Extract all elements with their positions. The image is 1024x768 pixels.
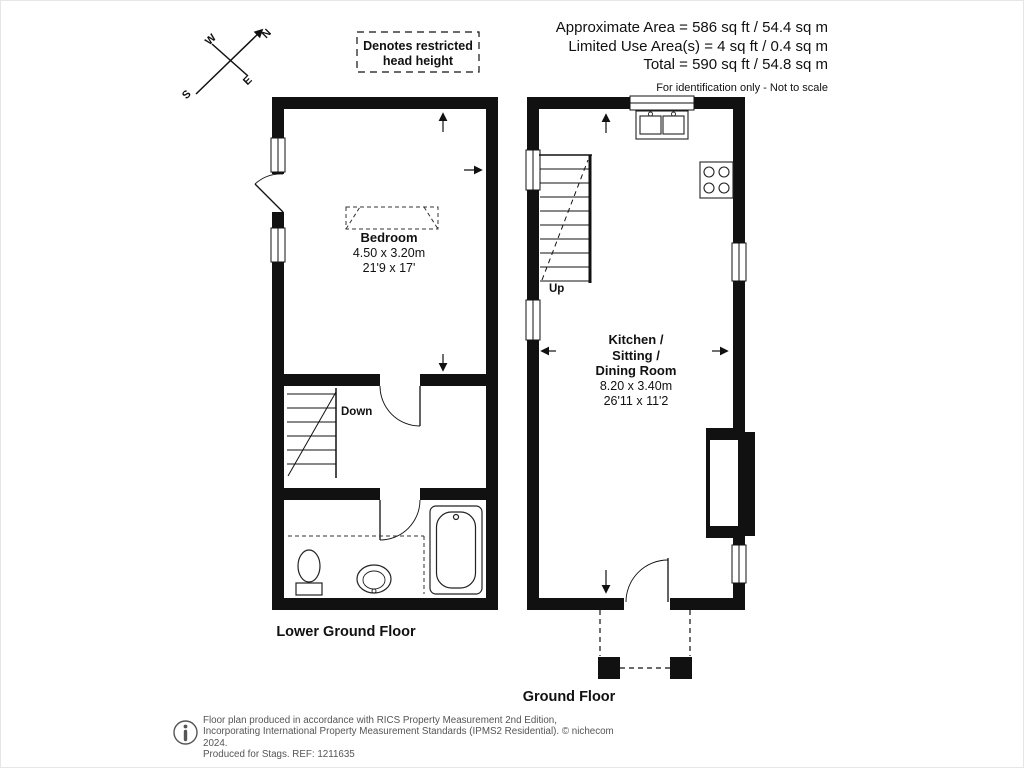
toilet-icon	[295, 549, 323, 596]
lower-ground-floor-title: Lower Ground Floor	[276, 624, 416, 640]
restricted-head-height-area	[345, 206, 439, 230]
kitchen-name-line1: Kitchen /	[608, 332, 664, 347]
legend-line2: head height	[382, 53, 454, 68]
info-icon	[173, 720, 198, 745]
kitchen-name-line2: Sitting /	[612, 347, 660, 363]
compass-east-west-axis	[211, 43, 249, 77]
gf-windows	[525, 95, 747, 584]
gf-dimension-arrows	[540, 113, 729, 594]
limited-use-area-text: Limited Use Area(s) = 4 sq ft / 0.4 sq m	[568, 37, 828, 55]
compass-e-label: E	[241, 74, 255, 88]
porch-outline	[598, 610, 692, 679]
lower-ground-plan	[254, 97, 498, 610]
basin-icon	[356, 564, 392, 594]
stairs-up-label: Up	[549, 283, 565, 295]
identification-note: For identification only - Not to scale	[656, 81, 828, 94]
bedroom-label: Bedroom 4.50 x 3.20m 21'9 x 17'	[328, 230, 450, 276]
porch-pillar	[670, 657, 692, 679]
compass-north-arrow	[195, 28, 264, 95]
footer-line2: Incorporating International Property Mea…	[203, 726, 614, 749]
lgf-entrance-door	[254, 173, 285, 213]
legend-box	[356, 31, 480, 73]
bedroom-metric: 4.50 x 3.20m	[352, 245, 426, 260]
stairs-up	[539, 154, 592, 283]
legend-label: Denotes restricted head height	[357, 39, 479, 68]
approximate-area-text: Approximate Area = 586 sq ft / 54.4 sq m	[555, 19, 828, 36]
bath-icon	[429, 505, 483, 595]
bathroom-restricted-dashed	[288, 535, 425, 594]
lgf-door-arcs	[379, 385, 421, 541]
lgf-windows	[270, 137, 286, 263]
kitchen-imperial: 26'11 x 11'2	[603, 393, 669, 408]
footer-line1: Floor plan produced in accordance with R…	[203, 715, 557, 726]
entry-door-arc	[624, 558, 670, 611]
compass-n-label: N	[260, 27, 274, 41]
bedroom-imperial: 21'9 x 17'	[362, 260, 416, 275]
kitchen-sink-icon	[635, 110, 689, 140]
ground-plan	[525, 95, 755, 679]
bedroom-name: Bedroom	[360, 230, 418, 245]
stairs-down-label: Down	[341, 406, 373, 418]
lgf-interior-walls	[284, 374, 486, 500]
fireplace-recess	[706, 428, 755, 538]
total-area-text: Total = 590 sq ft / 54.8 sq m	[643, 56, 828, 73]
kitchen-label: Kitchen / Sitting / Dining Room 8.20 x 3…	[575, 332, 697, 409]
compass-w-label: W	[203, 32, 219, 48]
stairs-down	[287, 388, 337, 478]
compass-s-label: S	[180, 88, 194, 102]
kitchen-name-line3: Dining Room	[595, 363, 677, 378]
compass-rose: N W E S	[180, 27, 274, 102]
ground-floor-title: Ground Floor	[522, 689, 616, 705]
legend-line1: Denotes restricted	[363, 39, 473, 53]
hob-icon	[699, 161, 734, 199]
footer-disclaimer: Floor plan produced in accordance with R…	[203, 715, 623, 760]
lgf-dimension-arrows	[438, 112, 483, 372]
porch-pillar	[598, 657, 620, 679]
footer-line3: Produced for Stags. REF: 1211635	[203, 748, 355, 760]
area-summary: Approximate Area = 586 sq ft / 54.4 sq m…	[556, 19, 828, 97]
kitchen-metric: 8.20 x 3.40m	[599, 378, 673, 393]
